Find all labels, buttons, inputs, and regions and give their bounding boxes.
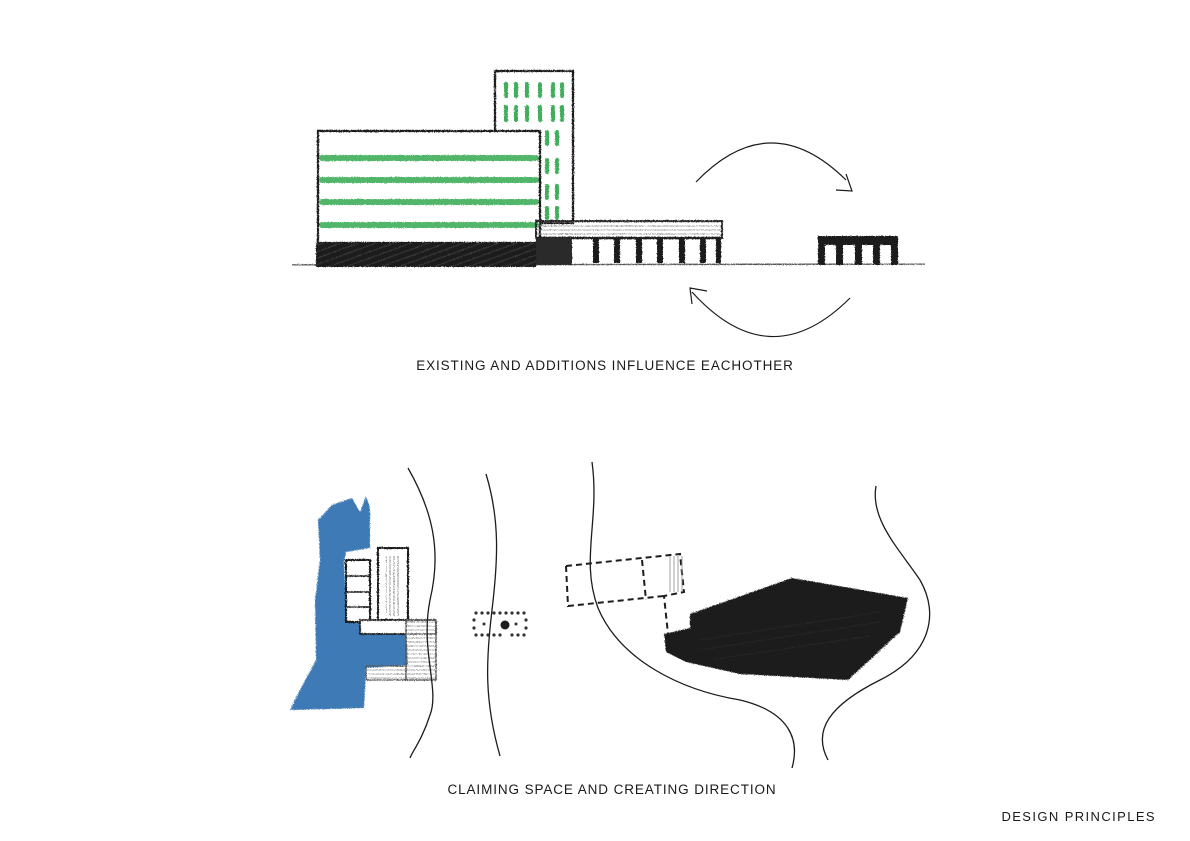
pavilion-centre-mark bbox=[500, 620, 510, 630]
influence-arrow-top bbox=[695, 142, 853, 192]
water-body bbox=[290, 496, 408, 710]
caption-claiming-space: CLAIMING SPACE AND CREATING DIRECTION bbox=[447, 782, 777, 797]
new-addition-block bbox=[818, 236, 898, 265]
flow-line-2 bbox=[485, 473, 501, 757]
new-dark-building-plan bbox=[664, 578, 908, 680]
flow-line-3 bbox=[589, 461, 796, 769]
small-pavilion-plan bbox=[472, 611, 528, 637]
flow-line-1 bbox=[407, 467, 436, 759]
caption-existing-and-additions: EXISTING AND ADDITIONS INFLUENCE EACHOTH… bbox=[416, 358, 794, 373]
proposed-addition-outline bbox=[565, 552, 686, 635]
flow-line-4 bbox=[821, 485, 931, 761]
plan-sketch bbox=[290, 461, 931, 769]
addition-hatched-end bbox=[668, 556, 684, 592]
existing-complex-plan bbox=[345, 547, 437, 681]
flow-lines bbox=[407, 461, 931, 769]
page-label: DESIGN PRINCIPLES bbox=[1001, 809, 1156, 824]
elevation-sketch bbox=[291, 69, 926, 338]
existing-slab-building bbox=[316, 129, 542, 267]
influence-arrow-bottom bbox=[689, 287, 851, 338]
existing-low-wing bbox=[535, 220, 723, 265]
